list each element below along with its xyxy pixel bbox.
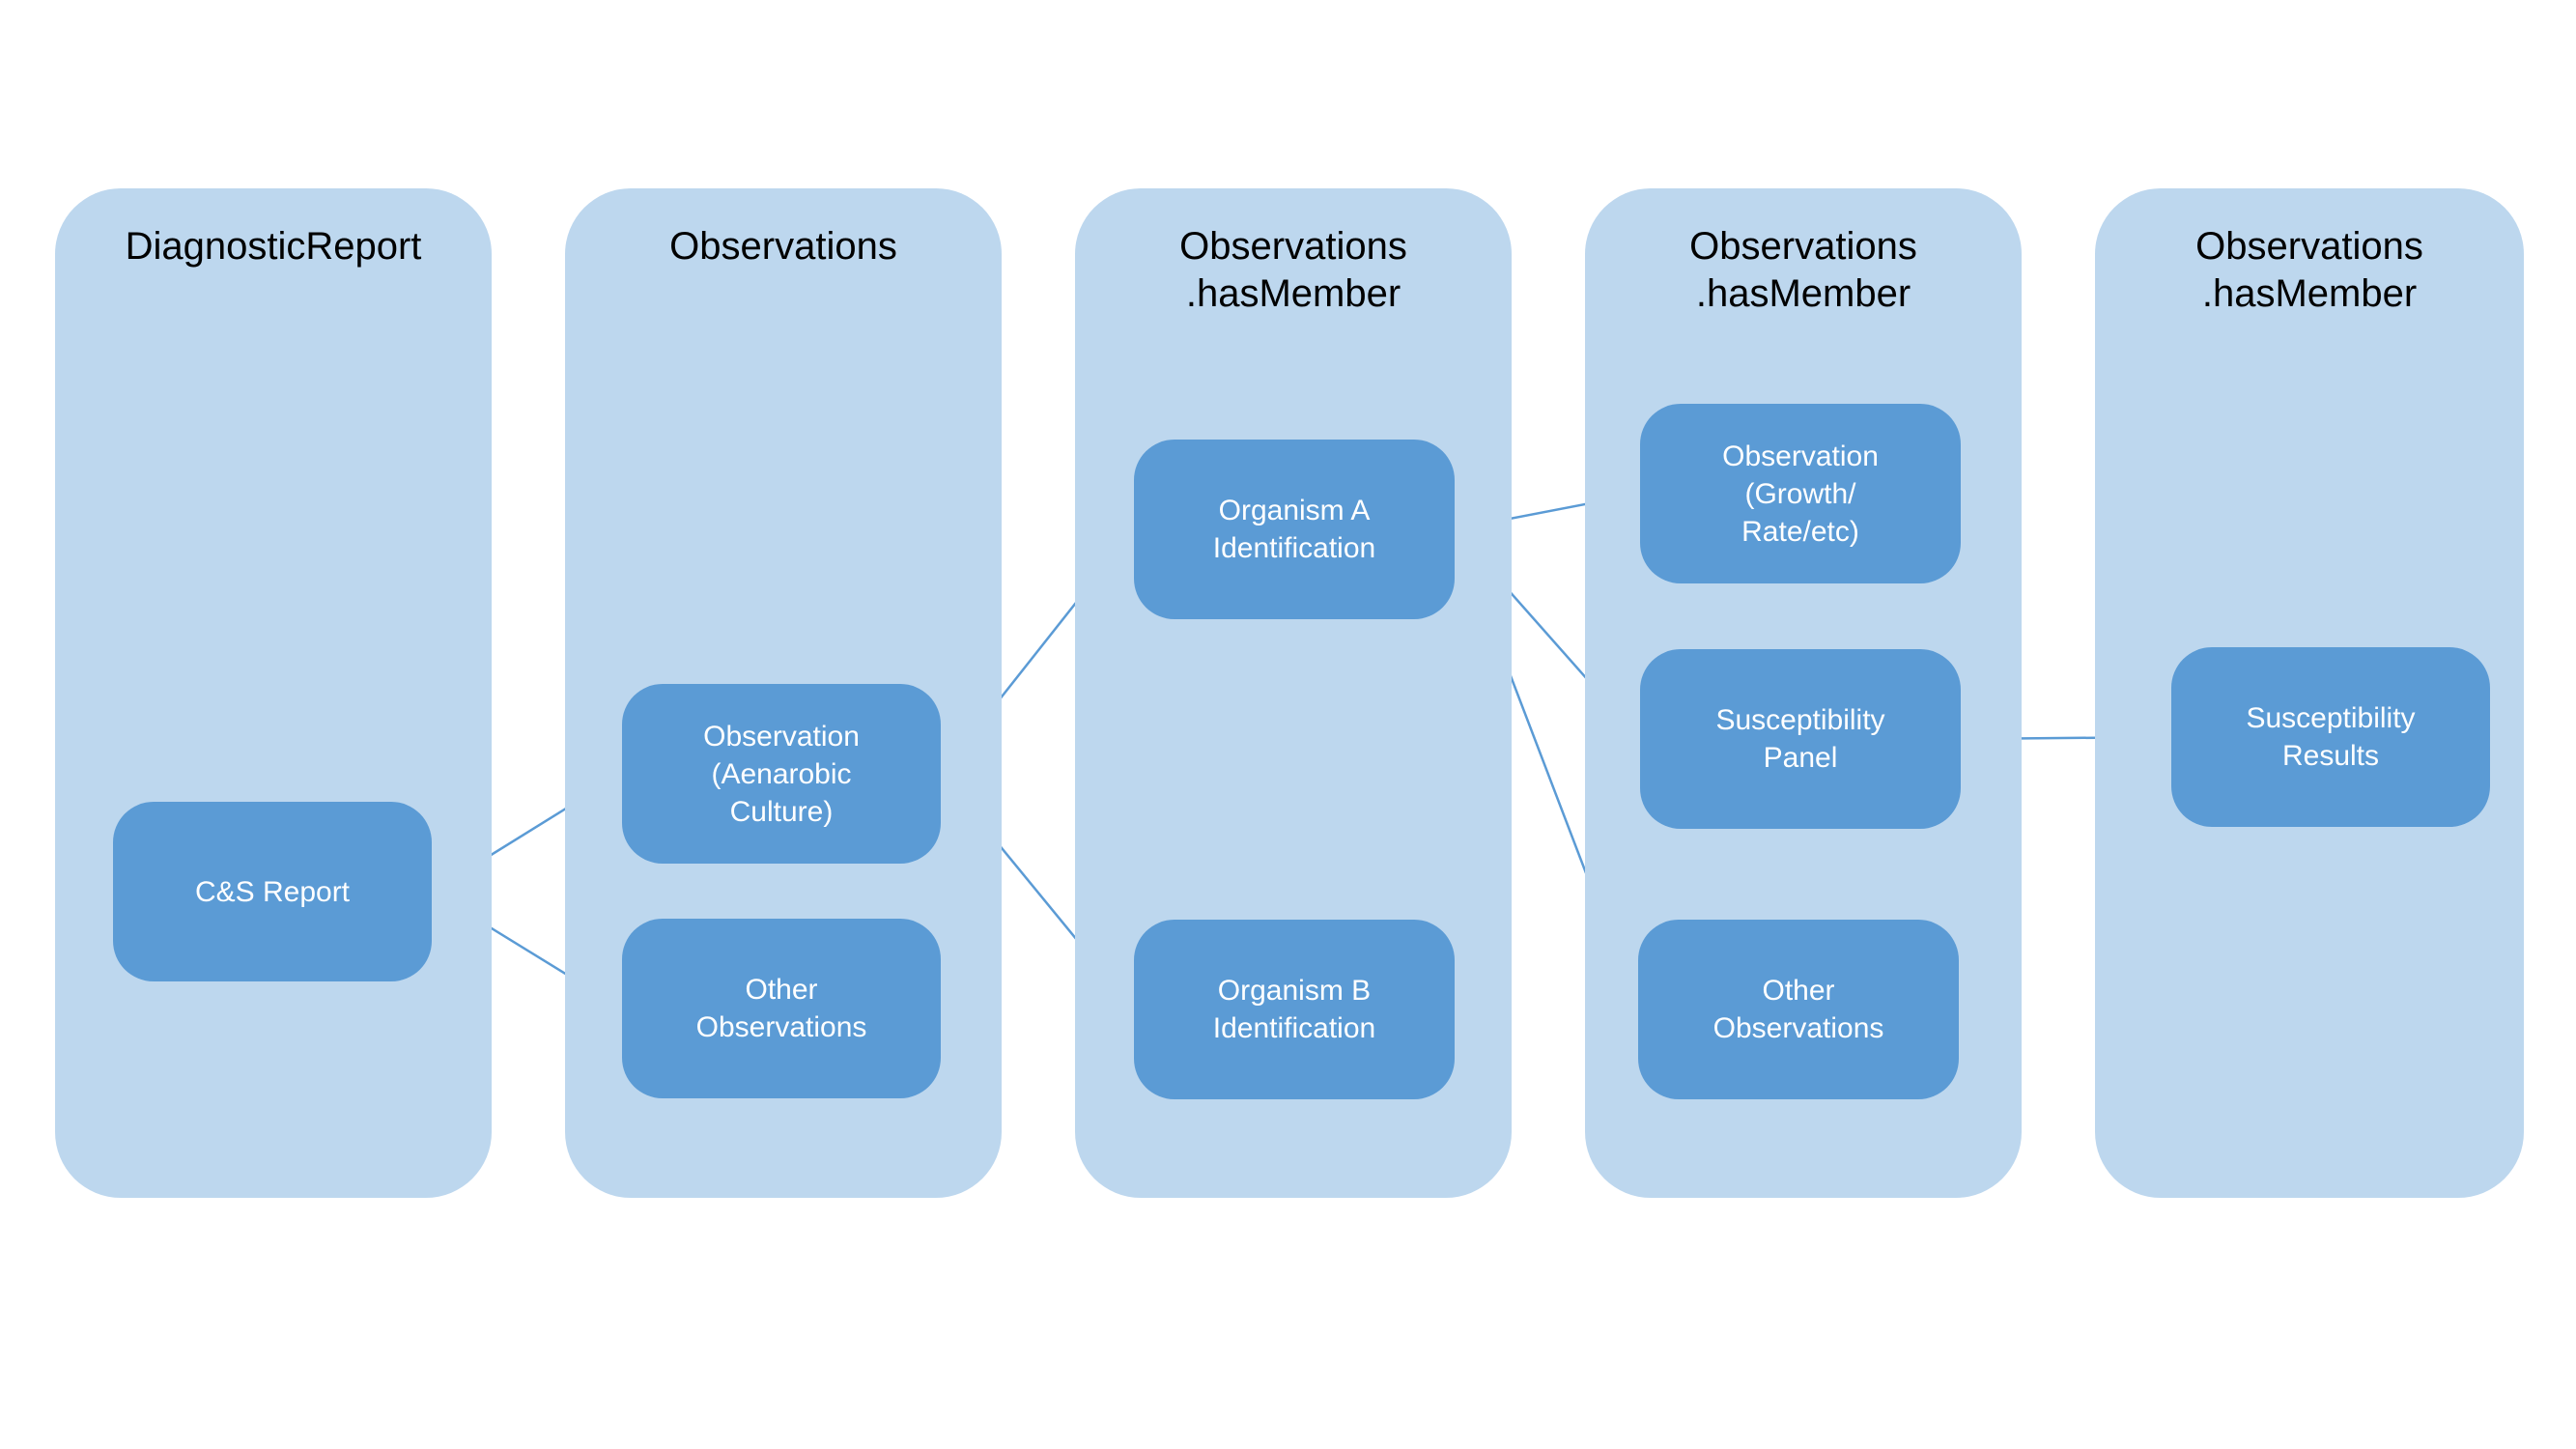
node-susceptibility-panel: Susceptibility Panel — [1640, 649, 1961, 829]
column-observations-hasmember-3: Observations .hasMember Susceptibility R… — [2095, 188, 2524, 1198]
column-title-observations: Observations — [669, 225, 897, 268]
column-title-observations-hasmember-1: Observations .hasMember — [1179, 225, 1407, 315]
column-observations-hasmember-1: Observations .hasMember Organism A Ident… — [1075, 188, 1512, 1198]
node-observation-growth-rate-etc: Observation (Growth/ Rate/etc) — [1640, 404, 1961, 583]
node-organism-a-identification: Organism A Identification — [1134, 440, 1455, 619]
node-observation-aenarobic-culture: Observation (Aenarobic Culture) — [622, 684, 941, 864]
column-diagnostic-report: DiagnosticReport C&S Report — [55, 188, 492, 1198]
column-title-observations-hasmember-2: Observations .hasMember — [1689, 225, 1917, 315]
node-cs-report: C&S Report — [113, 802, 432, 981]
column-observations: Observations Observation (Aenarobic Cult… — [565, 188, 1002, 1198]
node-susceptibility-results: Susceptibility Results — [2171, 647, 2490, 827]
node-organism-b-identification: Organism B Identification — [1134, 920, 1455, 1099]
column-title-diagnostic-report: DiagnosticReport — [125, 225, 422, 268]
column-observations-hasmember-2: Observations .hasMember Observation (Gro… — [1585, 188, 2022, 1198]
node-other-observations-1: Other Observations — [622, 919, 941, 1098]
node-other-observations-2: Other Observations — [1638, 920, 1959, 1099]
column-title-observations-hasmember-3: Observations .hasMember — [2195, 225, 2423, 315]
